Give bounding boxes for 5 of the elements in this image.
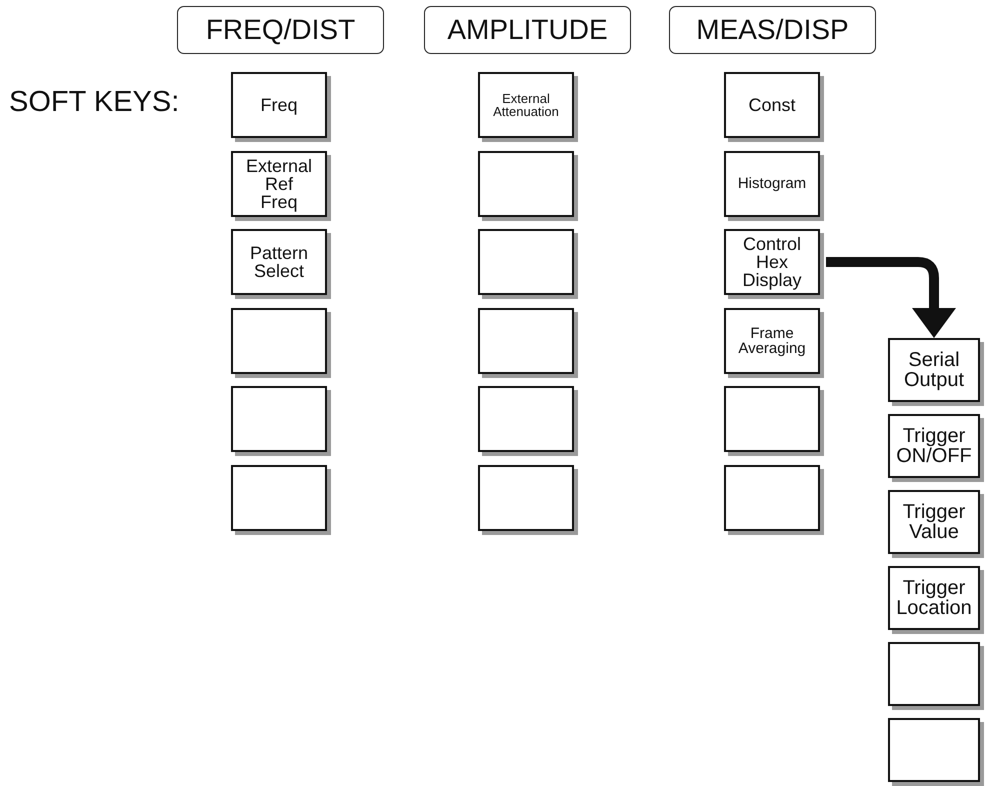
row-label: SOFT KEYS: <box>9 86 180 119</box>
hard-key: FREQ/DIST <box>177 6 384 54</box>
hard-key: MEAS/DISP <box>669 6 876 54</box>
arrow <box>826 257 956 338</box>
hard-key: AMPLITUDE <box>424 6 631 54</box>
